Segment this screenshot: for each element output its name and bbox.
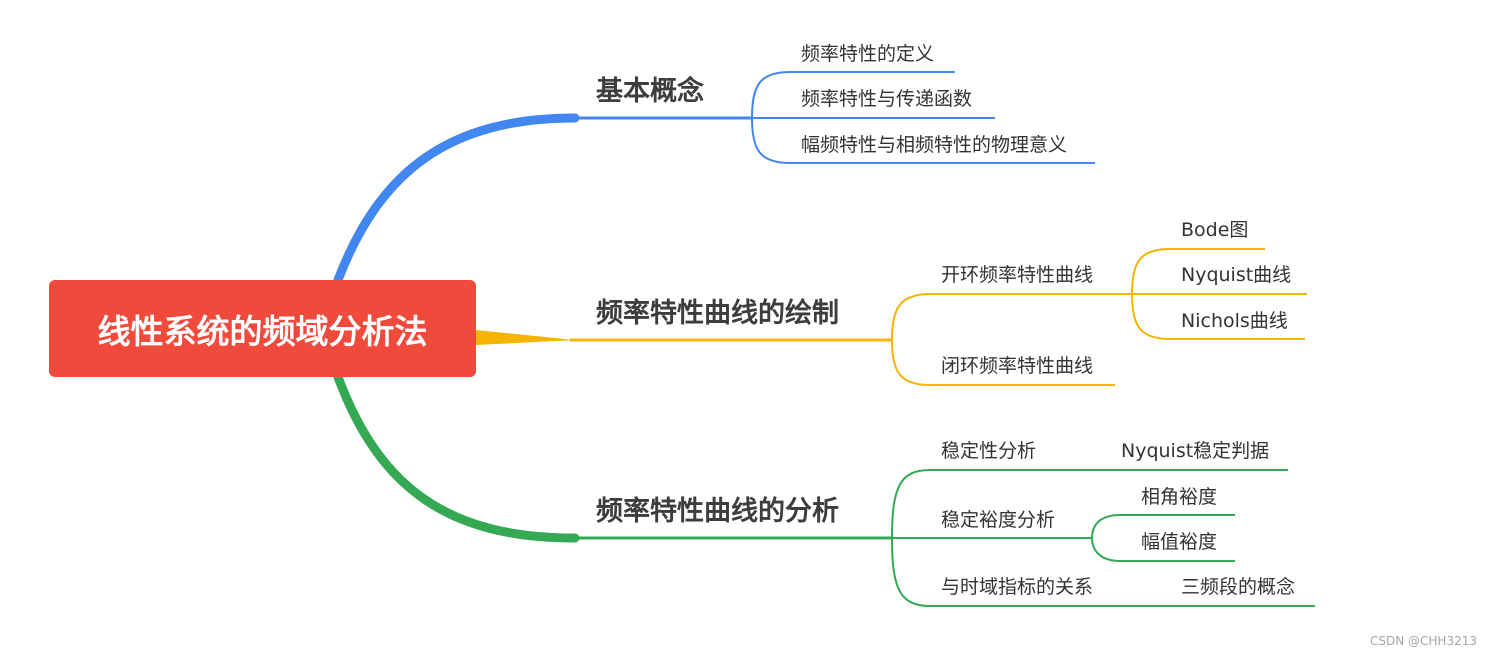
connector-b3c2-g1: [1091, 514, 1121, 539]
connector-root-branch-1: [333, 113, 580, 285]
connector-b1-c3: [751, 117, 791, 164]
node-nichols-curve[interactable]: Nichols曲线: [1181, 310, 1288, 332]
connector-b1-c1: [751, 71, 791, 119]
node-stability-margin-analysis[interactable]: 稳定裕度分析: [941, 509, 1056, 531]
branch-label-curve-analysis[interactable]: 频率特性曲线的分析: [596, 496, 839, 527]
connector-b3c2-g2: [1091, 537, 1121, 562]
node-freq-char-definition[interactable]: 频率特性的定义: [801, 43, 935, 65]
node-three-frequency-bands[interactable]: 三频段的概念: [1181, 576, 1296, 598]
connector-b3-c3: [891, 537, 931, 607]
connector-b2-c1: [891, 293, 931, 341]
node-closed-loop-curve[interactable]: 闭环频率特性曲线: [941, 355, 1094, 377]
connector-b2c1-g1: [1131, 248, 1171, 295]
node-time-domain-relation[interactable]: 与时域指标的关系: [941, 576, 1094, 598]
node-stability-analysis[interactable]: 稳定性分析: [941, 440, 1037, 462]
watermark: CSDN @CHH3213: [1370, 634, 1477, 648]
node-nyquist-stability-criterion[interactable]: Nyquist稳定判据: [1121, 440, 1270, 462]
node-bode-plot[interactable]: Bode图: [1181, 219, 1249, 241]
root-node-label: 线性系统的频域分析法: [97, 311, 428, 351]
node-open-loop-curve[interactable]: 开环频率特性曲线: [941, 264, 1094, 286]
node-nyquist-curve[interactable]: Nyquist曲线: [1181, 264, 1292, 286]
connector-root-branch-3: [333, 372, 580, 543]
branch-label-curve-drawing[interactable]: 频率特性曲线的绘制: [596, 298, 839, 329]
connector-b3-c1: [891, 469, 931, 539]
node-gain-margin[interactable]: 幅值裕度: [1141, 531, 1218, 553]
root-node[interactable]: 线性系统的频域分析法: [49, 280, 476, 377]
branch-label-basic-concepts[interactable]: 基本概念: [596, 76, 704, 107]
node-physical-meaning[interactable]: 幅频特性与相频特性的物理意义: [801, 134, 1068, 156]
connector-b2c1-g3: [1131, 293, 1171, 340]
node-freq-char-transfer-function[interactable]: 频率特性与传递函数: [801, 88, 973, 110]
node-phase-margin[interactable]: 相角裕度: [1141, 486, 1218, 508]
connector-root-branch-2: [476, 330, 575, 345]
connector-b2-c2: [891, 339, 931, 386]
